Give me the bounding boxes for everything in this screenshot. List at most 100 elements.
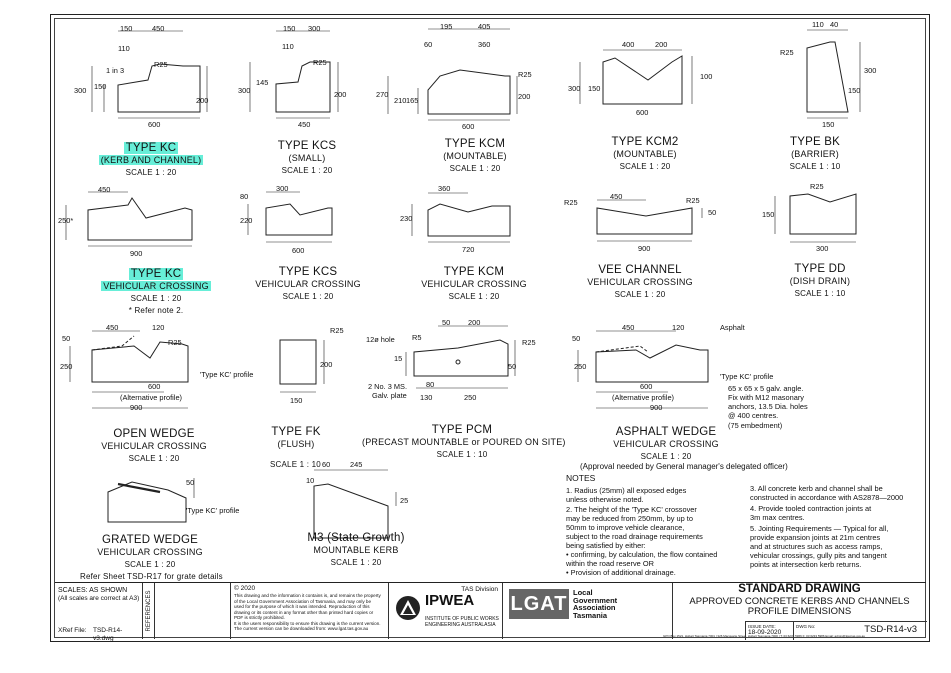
fk-label: TYPE FK (FLUSH) SCALE 1 : 10 <box>256 426 336 471</box>
drawing-title-1: APPROVED CONCRETE KERBS AND CHANNELS <box>689 596 910 607</box>
issue-date: 18-09-2020 <box>748 629 782 636</box>
ow-title: OPEN WEDGE <box>113 428 195 440</box>
kcm-title: TYPE KCM <box>444 138 506 150</box>
kcm2-title: TYPE KCM2 <box>611 136 679 148</box>
kcm-vc-subtitle: VEHICULAR CROSSING <box>421 279 527 289</box>
bk-dim-300: 300 <box>864 66 877 75</box>
kcm-dim-60: 60 <box>424 40 433 49</box>
fk-scale: SCALE 1 : 10 <box>270 460 321 469</box>
vee-dim-r25a: R25 <box>564 198 578 207</box>
aw-label: ASPHALT WEDGE VEHICULAR CROSSING SCALE 1… <box>606 426 726 463</box>
kc-dim-slope: 1 in 3 <box>106 66 125 75</box>
gw-ref: Refer Sheet TSD-R17 for grate details <box>80 572 223 581</box>
ipwea-sub2: ENGINEERING AUSTRALASIA <box>425 622 496 628</box>
fk-title: TYPE FK <box>271 426 321 438</box>
bk-scale: SCALE 1 : 10 <box>789 162 841 171</box>
aw-anchor-2: Fix with M12 masonary <box>728 393 804 402</box>
kcm-scale: SCALE 1 : 20 <box>449 164 501 173</box>
kcm2-dim-150: 150 <box>588 84 601 93</box>
gw-kc-profile: 'Type KC' profile <box>186 506 240 515</box>
pcm-dim-r5: R5 <box>412 333 422 342</box>
copyright-line: used for the purpose of which it was int… <box>234 604 370 609</box>
note-line: 2. The height of the 'Type KC' crossover <box>566 505 697 514</box>
vee-profile <box>596 199 703 242</box>
fk-dim-200: 200 <box>320 360 333 369</box>
ow-dim-600: 600 <box>148 382 161 391</box>
copyright-line: drawing or its content in any format oth… <box>234 609 374 615</box>
lgat-address: GPO Box 1521, Hobart Tasmania 7001 | 326… <box>663 634 866 638</box>
m3-title: M3 (State Growth) <box>307 532 405 544</box>
kcmvc-dim-230: 230 <box>400 214 413 223</box>
ipwea-name: IPWEA <box>425 592 475 609</box>
dwg-box: DWG No: TSD-R14-v3 <box>793 621 927 640</box>
ipwea-sub1: INSTITUTE OF PUBLIC WORKS <box>425 616 499 622</box>
kcs-vc-profile <box>247 191 333 243</box>
dd-subtitle: (DISH DRAIN) <box>789 276 851 286</box>
kc-vc-scale: SCALE 1 : 20 <box>130 294 182 303</box>
kcm-profile <box>387 28 518 121</box>
vee-dim-r25b: R25 <box>686 196 700 205</box>
note-line: being satisfied by either: <box>566 541 646 550</box>
pcm-dim-130: 130 <box>420 393 433 402</box>
dd-profile <box>774 193 857 243</box>
ow-profile <box>69 330 189 409</box>
ipwea-cell: TAS Division IPWEA INSTITUTE OF PUBLIC W… <box>389 583 503 639</box>
references-label: REFERENCES <box>146 590 152 632</box>
note-line: may be reduced from 250mm, by up to <box>566 514 693 523</box>
kcs-dim-450: 450 <box>298 120 311 129</box>
kcm-dim-195: 195 <box>440 22 453 31</box>
kcm-vc-scale: SCALE 1 : 20 <box>448 292 500 301</box>
copyright-line: of the Local Government Association of T… <box>234 598 372 604</box>
kcm-dim-165: 165 <box>406 96 419 105</box>
copyright-line: This drawing and the information it cont… <box>234 593 381 598</box>
aw-dim-50: 50 <box>572 334 581 343</box>
kcmvc-dim-720: 720 <box>462 245 475 254</box>
pcm-dim-250: 250 <box>464 393 477 402</box>
scales-cell: SCALES: AS SHOWN (All scales are correct… <box>55 583 143 642</box>
kc-vc-profile <box>65 191 193 247</box>
kcs-title: TYPE KCS <box>277 140 337 152</box>
aw-dim-900: 900 <box>650 403 663 412</box>
kcs-vc-title: TYPE KCS <box>278 266 338 278</box>
bk-dim-40: 40 <box>830 20 839 29</box>
aw-profile <box>577 330 709 409</box>
ow-kc-profile: 'Type KC' profile <box>200 370 254 379</box>
aw-anchor-5: (75 embedment) <box>728 421 783 430</box>
copyright-line: PDF is strictly prohibited. <box>234 615 285 620</box>
ow-dim-r25: R25 <box>168 338 182 347</box>
gw-subtitle: VEHICULAR CROSSING <box>97 547 203 557</box>
kcm-subtitle: (MOUNTABLE) <box>443 151 507 161</box>
note-line: subject to the road drainage requirement… <box>566 532 703 541</box>
pcm-dim-200: 200 <box>468 318 481 327</box>
pcm-label: TYPE PCM (PRECAST MOUNTABLE or POURED ON… <box>362 424 565 461</box>
note-line: • Provision of additional drainage. <box>566 568 676 577</box>
kcs-dim-145: 145 <box>256 78 269 87</box>
kcs-dim-300: 300 <box>308 24 321 33</box>
kcm2-dim-600: 600 <box>636 108 649 117</box>
note-line: and at structures such as access ramps, <box>750 542 883 551</box>
fk-profile <box>279 339 325 393</box>
lgat-name-line: Tasmania <box>573 610 608 620</box>
pcm-title: TYPE PCM <box>431 424 493 436</box>
dd-label: TYPE DD (DISH DRAIN) SCALE 1 : 10 <box>770 263 870 300</box>
kc-scale: SCALE 1 : 20 <box>125 168 177 177</box>
kcm2-profile <box>579 49 693 105</box>
kcsvc-dim-220: 220 <box>240 216 253 225</box>
pcm-hole: 12ø hole <box>366 335 395 344</box>
lgat-cell: LGAT Local Government Association Tasman… <box>503 583 865 639</box>
kcm-dim-200: 200 <box>518 92 531 101</box>
pcm-plate2: Galv. plate <box>372 391 407 400</box>
note-line: 50mm to improve vehicle clearance, <box>566 523 685 532</box>
aw-title: ASPHALT WEDGE <box>615 426 717 438</box>
pcm-dim-15: 15 <box>394 354 403 363</box>
kcsvc-dim-80: 80 <box>240 192 249 201</box>
m3-dim-60: 60 <box>322 460 331 469</box>
kcsvc-dim-300: 300 <box>276 184 289 193</box>
dwg-label: DWG No: <box>796 624 816 629</box>
aw-alt-profile: (Alternative profile) <box>612 393 675 402</box>
note-line: within the road reserve OR <box>566 559 654 568</box>
kcm-dim-600: 600 <box>462 122 475 131</box>
vee-subtitle: VEHICULAR CROSSING <box>587 277 693 287</box>
kcs-vc-subtitle: VEHICULAR CROSSING <box>255 279 361 289</box>
